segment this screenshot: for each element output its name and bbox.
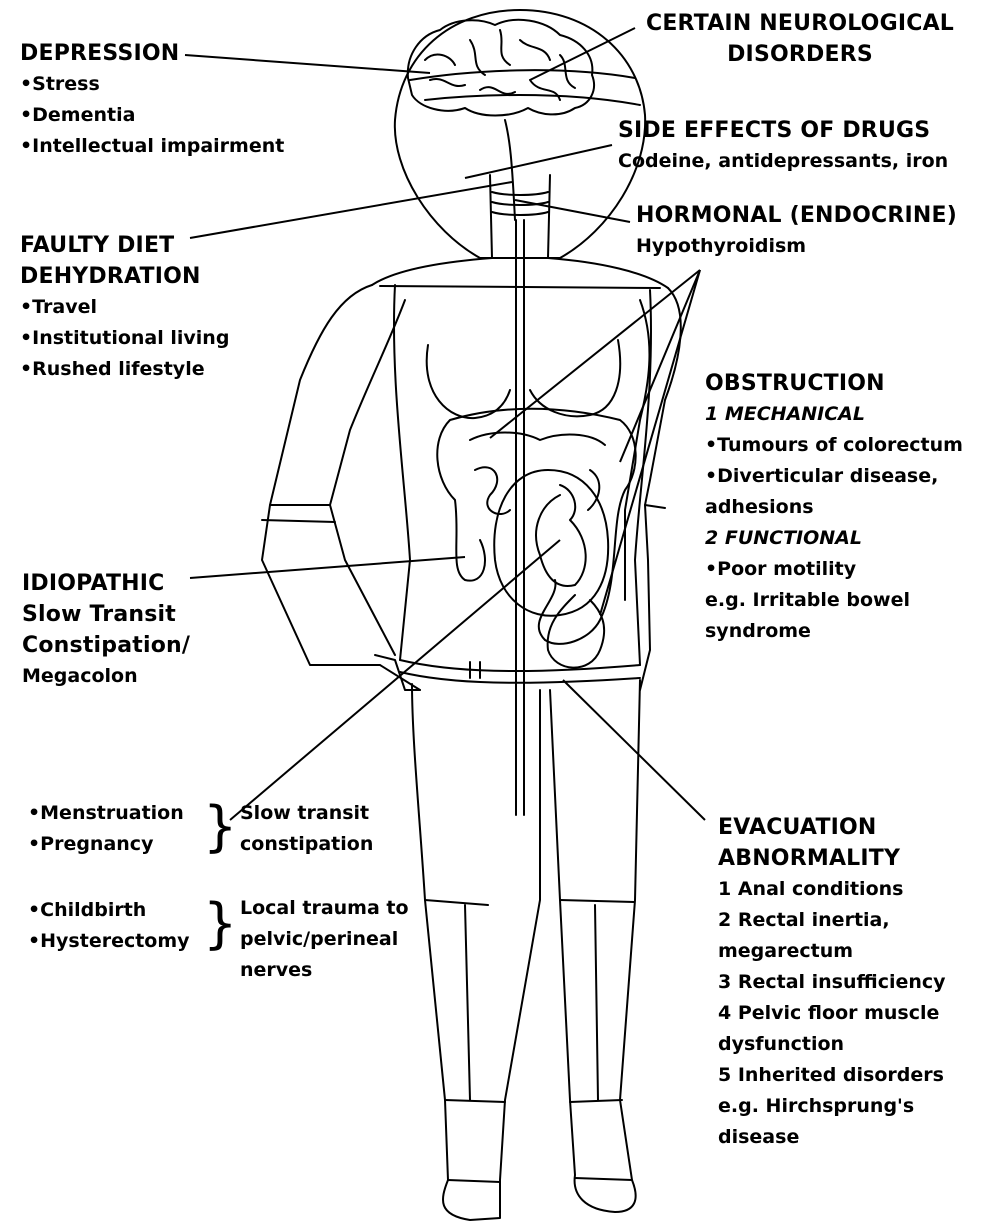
label-obstruction: OBSTRUCTION 1 MECHANICAL •Tumours of col…	[705, 368, 963, 647]
evacuation-item: 4 Pelvic floor muscle	[718, 998, 946, 1029]
label-local-trauma: Local trauma to pelvic/perineal nerves	[240, 893, 409, 986]
idiopathic-line: Slow Transit	[22, 599, 190, 630]
face-line	[425, 95, 640, 105]
local-trauma-line: pelvic/perineal	[240, 924, 409, 955]
label-evacuation: EVACUATION ABNORMALITY 1 Anal conditions…	[718, 812, 946, 1153]
depression-item: •Stress	[20, 69, 284, 100]
obstruction-item: •Tumours of colorectum	[705, 430, 963, 461]
idiopathic-line: Megacolon	[22, 661, 190, 692]
local-trauma-line: nerves	[240, 955, 409, 986]
drugs-detail: Codeine, antidepressants, iron	[618, 146, 948, 177]
uterus	[494, 470, 608, 616]
head-outline	[395, 10, 645, 258]
evacuation-item: 1 Anal conditions	[718, 874, 946, 905]
spine	[516, 220, 524, 815]
evacuation-item: 5 Inherited disorders	[718, 1060, 946, 1091]
obstruction-title: OBSTRUCTION	[705, 368, 963, 399]
evacuation-title-1: EVACUATION	[718, 812, 946, 843]
label-menstruation-list: •Menstruation •Pregnancy	[28, 798, 184, 860]
neuro-line-1: CERTAIN NEUROLOGICAL	[640, 8, 960, 39]
diet-item: •Rushed lifestyle	[20, 354, 229, 385]
torso	[372, 258, 668, 288]
depression-item: •Intellectual impairment	[20, 131, 284, 162]
diet-item: •Institutional living	[20, 323, 229, 354]
obstruction-item: e.g. Irritable bowel	[705, 585, 963, 616]
evacuation-item: 3 Rectal insufficiency	[718, 967, 946, 998]
idiopathic-line: Constipation/	[22, 630, 190, 661]
label-slow-transit: Slow transit constipation	[240, 798, 373, 860]
label-idiopathic: IDIOPATHIC Slow Transit Constipation/ Me…	[22, 568, 190, 692]
idiopathic-title: IDIOPATHIC	[22, 568, 190, 599]
slow-transit-line: Slow transit	[240, 798, 373, 829]
label-drugs: SIDE EFFECTS OF DRUGS Codeine, antidepre…	[618, 115, 948, 177]
obstruction-item: adhesions	[705, 492, 963, 523]
childbirth-brace: }	[203, 892, 237, 956]
evacuation-item: megarectum	[718, 936, 946, 967]
obstruction-functional: 2 FUNCTIONAL	[705, 523, 963, 554]
obstruction-item: syndrome	[705, 616, 963, 647]
local-trauma-line: Local trauma to	[240, 893, 409, 924]
menstruation-brace: }	[203, 795, 237, 859]
evacuation-title-2: ABNORMALITY	[718, 843, 946, 874]
torso-left-side	[394, 285, 410, 660]
depression-item: •Dementia	[20, 100, 284, 131]
right-arm	[640, 288, 681, 690]
evacuation-item: e.g. Hirchsprung's	[718, 1091, 946, 1122]
obstruction-item: •Poor motility	[705, 554, 963, 585]
hormonal-detail: Hypothyroidism	[636, 231, 957, 262]
pelvis	[400, 660, 640, 683]
evacuation-item: dysfunction	[718, 1029, 946, 1060]
drugs-title: SIDE EFFECTS OF DRUGS	[618, 115, 948, 146]
evacuation-item: 2 Rectal inertia,	[718, 905, 946, 936]
diet-title-1: FAULTY DIET	[20, 230, 229, 261]
diet-title-2: DEHYDRATION	[20, 261, 229, 292]
childbirth-item: •Childbirth	[28, 895, 190, 926]
obstruction-mechanical: 1 MECHANICAL	[705, 399, 963, 430]
hormonal-title: HORMONAL (ENDOCRINE)	[636, 200, 957, 231]
label-depression: DEPRESSION •Stress •Dementia •Intellectu…	[20, 38, 284, 162]
depression-title: DEPRESSION	[20, 38, 284, 69]
neck	[490, 175, 550, 258]
evacuation-item: disease	[718, 1122, 946, 1153]
childbirth-item: •Hysterectomy	[28, 926, 190, 957]
slow-transit-line: constipation	[240, 829, 373, 860]
label-neuro: CERTAIN NEUROLOGICAL DISORDERS	[640, 8, 960, 70]
menstruation-item: •Pregnancy	[28, 829, 184, 860]
obstruction-item: •Diverticular disease,	[705, 461, 963, 492]
left-leg	[412, 684, 540, 1220]
menstruation-item: •Menstruation	[28, 798, 184, 829]
neuro-line-2: DISORDERS	[640, 39, 960, 70]
label-diet: FAULTY DIET DEHYDRATION •Travel •Institu…	[20, 230, 229, 385]
left-arm	[262, 285, 420, 690]
label-hormonal: HORMONAL (ENDOCRINE) Hypothyroidism	[636, 200, 957, 262]
diet-item: •Travel	[20, 292, 229, 323]
label-childbirth-list: •Childbirth •Hysterectomy	[28, 895, 190, 957]
